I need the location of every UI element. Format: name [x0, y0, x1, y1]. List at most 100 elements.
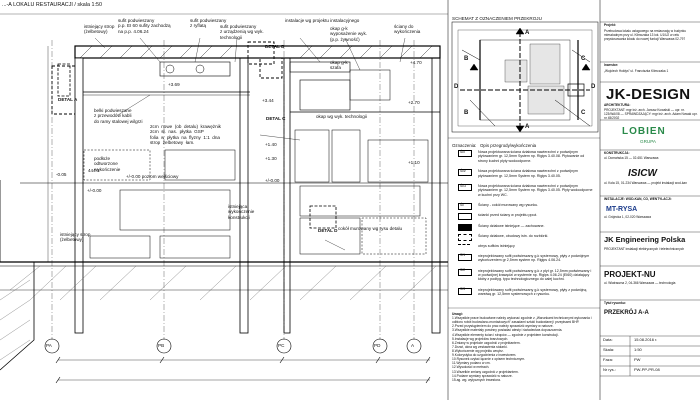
tb-inwestor-head: Inwestor:	[604, 63, 619, 67]
label-cokol: cokół murowany wg rysu detalu	[338, 226, 403, 231]
axis-pa: PA	[46, 343, 52, 348]
label-zone-layers: 2cm nowe (ob detalu) krawężnik 2cm sł. n…	[150, 124, 221, 145]
axis-pd: PD	[374, 343, 381, 348]
note-item: 6.Zmiany w projekcie uzgodnić z projekta…	[452, 340, 521, 345]
tb-arch-head: ARCHITEKTURA:	[604, 103, 631, 107]
titleblock-value: PW-PP-PR-08	[634, 367, 660, 372]
legend-symbol	[458, 184, 472, 191]
firm-isicw-sub: ul. Koła 15, 01-234 Warszawa — projekt i…	[604, 181, 687, 185]
titleblock-value: PW	[634, 357, 641, 362]
axis-pb: PB	[158, 343, 165, 348]
label-sciany: ściany do wykończenia	[394, 24, 421, 35]
note-item: 1.Wszystkie prace budowlane należy wykon…	[452, 316, 592, 325]
level-3-69: +3.69	[168, 82, 180, 87]
tb-project-head: Projekt:	[604, 23, 616, 27]
schemat-title: SCHEMAT Z OZNACZENIEM PRZEKROJU	[452, 16, 542, 21]
titleblock-value: 15.08.2016 r.	[634, 337, 658, 342]
label-sufit-urzadzenia: sufit podwieszany z urządzenią wg wyk. t…	[220, 24, 264, 40]
legend-code: Sf3	[460, 287, 466, 292]
firm-jk-engineering: JK Engineering Polska	[604, 235, 686, 244]
note-item: 15.ag. wg. wytycznych inwestora.	[452, 377, 501, 382]
firm-projekt-nu: PROJEKT-NU	[604, 270, 656, 279]
level-2-70: +2.70	[408, 100, 420, 105]
tb-konst-head: KONSTRUKCJA:	[604, 151, 630, 155]
legend-symbol	[458, 223, 472, 231]
label-podloze: podłoże odtworzone wykończenie	[94, 156, 121, 172]
tb-rys-head: Tytuł rysunku:	[604, 301, 626, 305]
legend-symbol	[458, 213, 472, 221]
detail-a-label: DETAL A	[58, 97, 78, 102]
level-neg-005: -0.05	[56, 172, 67, 177]
label-konstrukcja: istniejąca wykończenie konstrukcji	[228, 204, 255, 220]
titleblock-key: Nr rys.:	[603, 367, 616, 372]
legend-code: Sf2	[460, 268, 466, 272]
legend-symbol	[458, 150, 472, 157]
label-sufit-podwieszany: sufit podwieszany p.p. EI 60 sufity zach…	[118, 18, 171, 34]
note-item: 13.Wszelkie zmiany uzgodnić z projektant…	[452, 369, 519, 374]
note-item: 14.Podane wymiary sprawdzić w naturze.	[452, 373, 513, 378]
tb-arch: PROJEKTANT: mgr inż. arch. Janusz Kowals…	[604, 108, 698, 120]
legend-row: Nowa projektowana ściana działowa nawier…	[478, 184, 593, 197]
level-ground: +/-0.00	[87, 188, 102, 193]
legend-row: Nowa projektowana ściana działowa nawier…	[478, 169, 578, 178]
label-okap: okap g-k wyposażenie wyk. (p.p. żywność)	[330, 26, 368, 42]
note-item: 10.Rysunek czytać łącznie z opisem techn…	[452, 357, 526, 362]
label-szafka: okap g-k szafa	[330, 60, 348, 71]
level-zero-right: +/-0.00	[265, 178, 280, 183]
level-1-10: +1.10	[408, 160, 420, 165]
legend-code: Sf1	[460, 253, 466, 258]
note-item: 11.Wymiary podano w cm.	[452, 361, 491, 366]
level-1-30: +1.30	[265, 156, 277, 161]
titleblock-key: Skala:	[603, 347, 615, 352]
schemat-a-top: A	[525, 30, 530, 36]
legend-code: Ścl	[460, 149, 465, 154]
legend-row: obrys sufitów istniejący	[478, 243, 515, 248]
legend-row: Ściany działowe istniejące — zachowane.	[478, 223, 545, 228]
titleblock-key: Data:	[603, 337, 613, 342]
titleblock-value: 1:50	[634, 347, 642, 352]
firm-isicw-logo: ISICW	[628, 168, 657, 179]
bar-height: 444.5	[88, 168, 100, 173]
notes-list: 1.Wszystkie prace budowlane należy wykon…	[452, 316, 602, 382]
tb-inst-head: INSTALACJE: WOD-KAN, CO, WENTYLACJI:	[604, 197, 672, 201]
tb-project: Przebudowa lokalu usługowego na restaura…	[604, 29, 687, 41]
tb-konst: ul. Domańska 15 — 02-651 Warszawa	[604, 156, 659, 160]
legend-symbol	[458, 203, 472, 211]
schemat-plan	[451, 21, 599, 133]
notes-block: Uwagi: 1.Wszystkie prace budowlane należ…	[452, 312, 602, 382]
legend-symbol	[458, 253, 472, 261]
label-belki: belki podwieszane z przewodów kabli do r…	[94, 108, 143, 124]
axis-a: A	[411, 343, 415, 348]
note-item: 7.Drzwi, okna wg zestawienia stolarki.	[452, 344, 508, 349]
axis-pc: PC	[278, 343, 285, 348]
note-item: 4.Wszystkie elementy ścian i stropów — z…	[452, 332, 559, 337]
legend-symbol	[458, 268, 472, 276]
firm-jk-sub: PROJEKTANT instalacji elektrycznych i te…	[604, 247, 685, 251]
legend-row: ścianki przed ściany w projektu ppoż.	[478, 213, 538, 218]
note-item: 3.Wszystkie materiały powinny posiadać a…	[452, 328, 563, 333]
notes-title: Uwagi:	[452, 312, 463, 316]
label-instalacje: instalacje wg projektu instalacyjnego	[285, 18, 360, 23]
legend-symbol	[458, 287, 472, 295]
detail-c-label: DETAL C	[266, 116, 286, 121]
note-item: 5.Instalacje wg projektów branżowych.	[452, 336, 509, 341]
legend-row: nieprojektowany sufit podwieszany g-k sy…	[478, 253, 590, 263]
firm-mt-logo: MT-RYSA	[606, 206, 638, 213]
schemat-c-bottom: C	[581, 110, 586, 116]
legend-row: nieprojektowany sufit podwieszany g-k sy…	[478, 287, 587, 297]
schemat-b-bottom: B	[464, 110, 469, 116]
titleblock-key: Faza:	[603, 357, 614, 362]
note-item: 8.Wykończenie wg projektu wnętrz.	[452, 348, 504, 353]
level-3-44: +3.44	[262, 98, 274, 103]
legend-code: Śc	[460, 202, 464, 207]
firm-mt-sub: ul. Grójecka 1, 02-020 Warszawa	[604, 215, 652, 219]
level-1-40: +1.40	[265, 142, 277, 147]
label-strop-lower: istniejący strop (żelbetowy)	[60, 232, 91, 243]
firm-projekt-nu-sub: ul. Wiatraczna 2, 04-366 Warszawa — tech…	[604, 281, 676, 285]
schemat-a-bottom: A	[525, 124, 530, 130]
detail-d-label: DETAL D	[318, 228, 338, 233]
schemat-d-left: D	[454, 84, 459, 90]
level-entrance: +/-0.00 poziom wejściowy	[126, 174, 179, 179]
legend-row: Nowa projektowana ściana działowa nawier…	[478, 150, 585, 163]
